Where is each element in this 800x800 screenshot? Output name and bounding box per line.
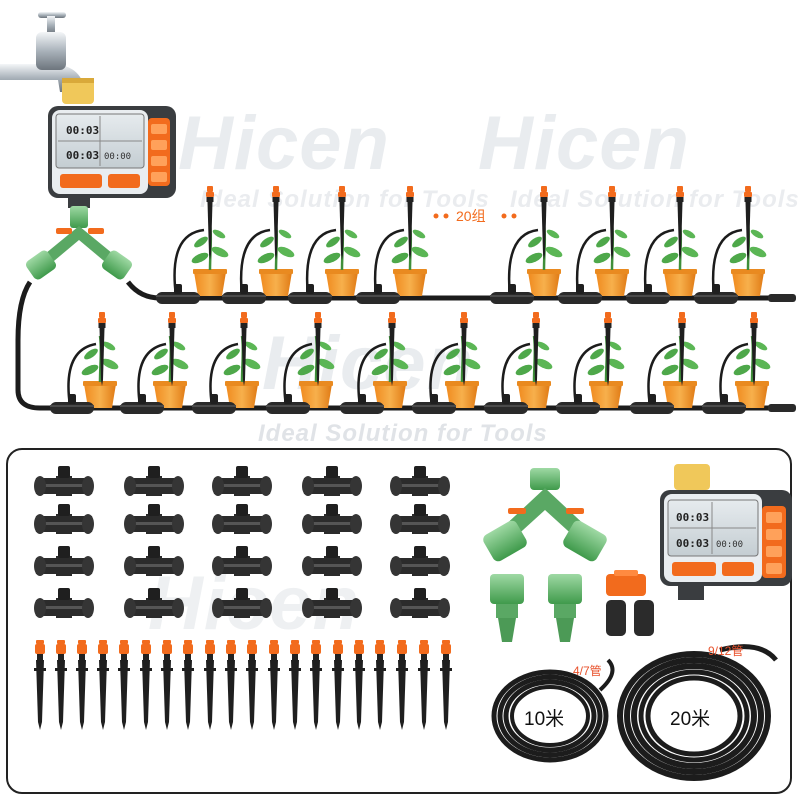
hose-coil-small xyxy=(491,669,609,763)
timer-kit-time-2: 00:03 xyxy=(676,537,709,550)
timer-top-time-3: 00:00 xyxy=(104,152,131,162)
timer-top-time-2: 00:03 xyxy=(66,149,99,162)
adapter-and-caps xyxy=(606,570,654,636)
water-timer-top xyxy=(48,78,176,208)
timer-kit-time-1: 00:03 xyxy=(676,511,709,524)
timer-top-time-1: 00:03 xyxy=(66,124,99,137)
hose-large-length: 20米 xyxy=(670,709,711,730)
hose-small-length: 10米 xyxy=(524,709,565,730)
kit-contents-frame xyxy=(6,448,792,794)
drip-stakes xyxy=(34,640,452,730)
hose-coil-large xyxy=(617,651,771,781)
tee-connectors xyxy=(34,466,450,618)
hose-large-size: 9/12管 xyxy=(708,644,744,658)
hose-small-size: 4/7管 xyxy=(573,664,602,678)
timer-kit-time-3: 00:00 xyxy=(716,540,743,550)
group-count-label: 20组 xyxy=(456,208,486,224)
y-splitter-top xyxy=(26,206,132,280)
water-timer-kit xyxy=(660,464,792,600)
hose-connectors xyxy=(490,574,582,642)
y-splitter xyxy=(483,468,607,562)
